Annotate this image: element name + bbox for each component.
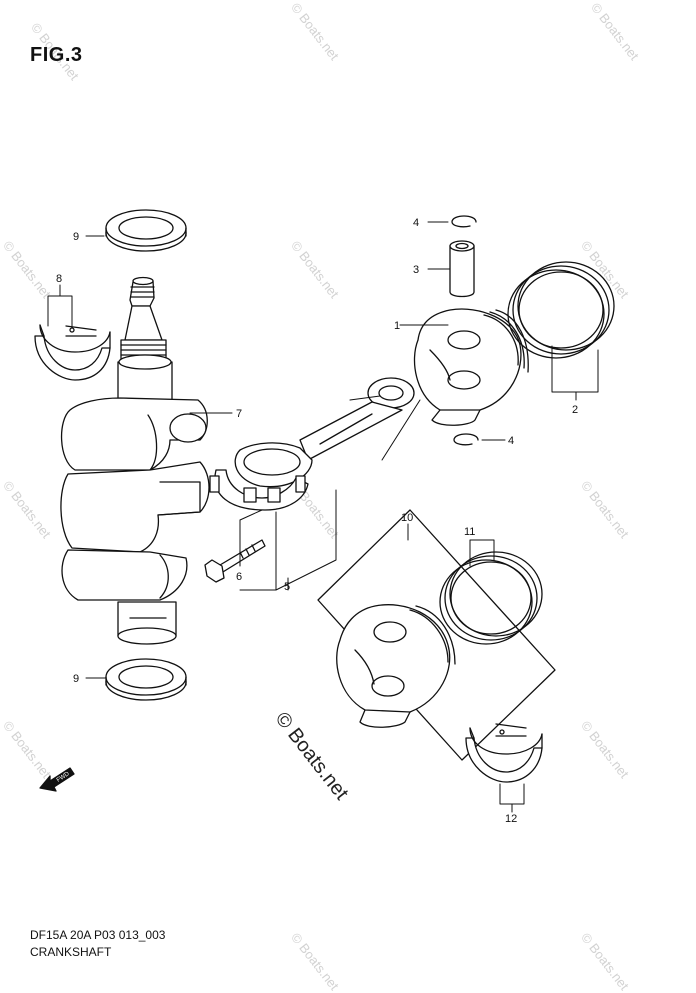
callout-1: 1 xyxy=(394,320,400,332)
callout-12: 12 xyxy=(505,813,517,825)
callout-numbers: 1 2 3 4 4 5 6 7 8 9 9 10 11 12 xyxy=(56,217,578,825)
callout-6: 6 xyxy=(236,571,242,583)
callout-4-lower: 4 xyxy=(508,435,514,447)
callout-4-upper: 4 xyxy=(413,217,419,229)
callout-11: 11 xyxy=(464,526,475,538)
callout-10: 10 xyxy=(401,512,413,524)
piston-pin-part xyxy=(449,240,475,298)
oversize-piston-part xyxy=(336,604,456,728)
callout-8: 8 xyxy=(56,273,62,285)
crankshaft-part xyxy=(60,276,210,645)
oil-seal-upper xyxy=(105,209,187,252)
diagram-code: DF15A 20A P03 013_003 xyxy=(30,928,166,942)
callout-7: 7 xyxy=(236,408,242,420)
leader-lines xyxy=(47,221,599,813)
callout-5: 5 xyxy=(284,581,290,593)
figure-title: FIG.3 xyxy=(30,44,83,66)
bolt-part xyxy=(204,539,266,583)
callout-9-upper: 9 xyxy=(73,231,79,243)
diagram-name: CRANKSHAFT xyxy=(30,945,112,959)
bearing-lower-part xyxy=(465,723,543,783)
forward-arrow-icon: FWD xyxy=(39,767,75,792)
piston-rings-part xyxy=(507,261,615,359)
oversize-rings-part xyxy=(439,551,543,645)
callout-2: 2 xyxy=(572,404,578,416)
callout-3: 3 xyxy=(413,264,419,276)
piston-part xyxy=(413,308,529,426)
oil-seal-lower xyxy=(105,658,187,701)
connecting-rod-part xyxy=(209,377,415,511)
circlip-upper xyxy=(451,215,477,228)
callout-9-lower: 9 xyxy=(73,673,79,685)
circlip-lower xyxy=(453,433,479,446)
bearing-upper-part xyxy=(34,324,111,381)
